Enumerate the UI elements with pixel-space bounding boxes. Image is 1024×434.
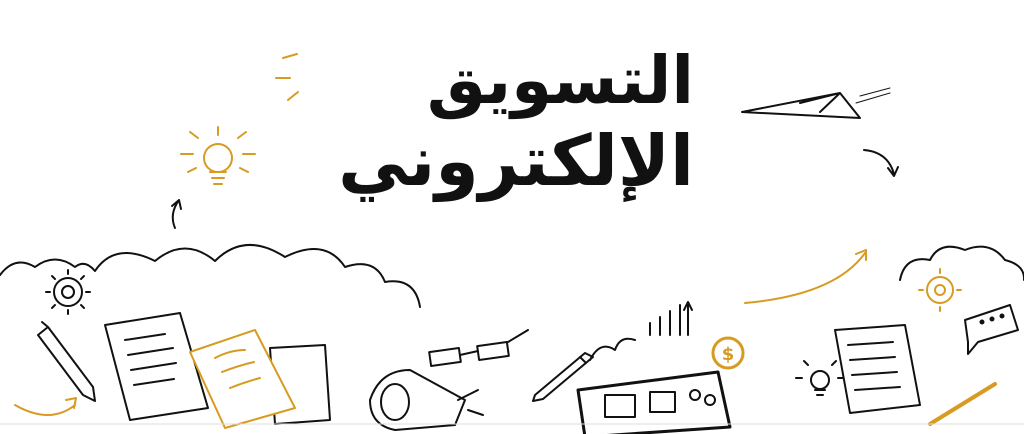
lightbulb-icon [795, 360, 845, 396]
dollar-coin-icon: $ [711, 336, 745, 370]
bar-chart-icon [649, 301, 693, 336]
document-icon [189, 329, 331, 429]
laptop-icon [576, 370, 732, 434]
pencil-icon [37, 321, 96, 402]
cloud-outline [0, 244, 1024, 361]
gear-icon [918, 268, 962, 312]
arrow-icon [14, 397, 77, 416]
arrow-icon [171, 199, 182, 229]
title-line-1: التسويق [426, 42, 694, 119]
arrow-icon [863, 149, 899, 177]
paper-plane-icon [741, 87, 891, 119]
gear-icon [45, 269, 91, 315]
title-line-2: الإلكتروني [338, 120, 694, 202]
chat-bubble-icon [964, 304, 1019, 355]
pencil-icon [928, 382, 997, 426]
sparkle-marks [275, 53, 299, 101]
document-icon [834, 324, 921, 414]
glasses-icon [428, 329, 529, 368]
pencil-icon [532, 352, 594, 402]
lightbulb-icon [180, 126, 256, 185]
svg-text:$: $ [722, 344, 735, 365]
arrow-icon [744, 249, 867, 304]
document-icon [104, 312, 209, 421]
megaphone-icon [369, 369, 484, 431]
